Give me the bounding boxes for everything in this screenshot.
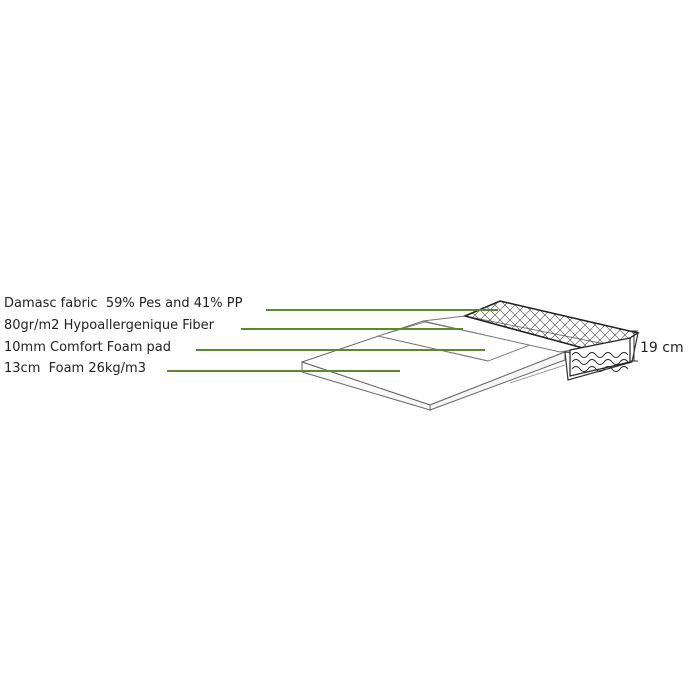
layer-label-foam: 13cm Foam 26kg/m3: [4, 361, 146, 376]
layer-label-comfort-foam: 10mm Comfort Foam pad: [4, 340, 172, 355]
height-dimension-marker: [630, 330, 638, 362]
height-label: 19 cm: [640, 340, 684, 356]
side-panel: [564, 331, 639, 381]
layer-label-fiber: 80gr/m2 Hypoallergenique Fiber: [4, 318, 215, 333]
layer-label-damask-fabric: Damasc fabric 59% Pes and 41% PP: [4, 296, 243, 311]
